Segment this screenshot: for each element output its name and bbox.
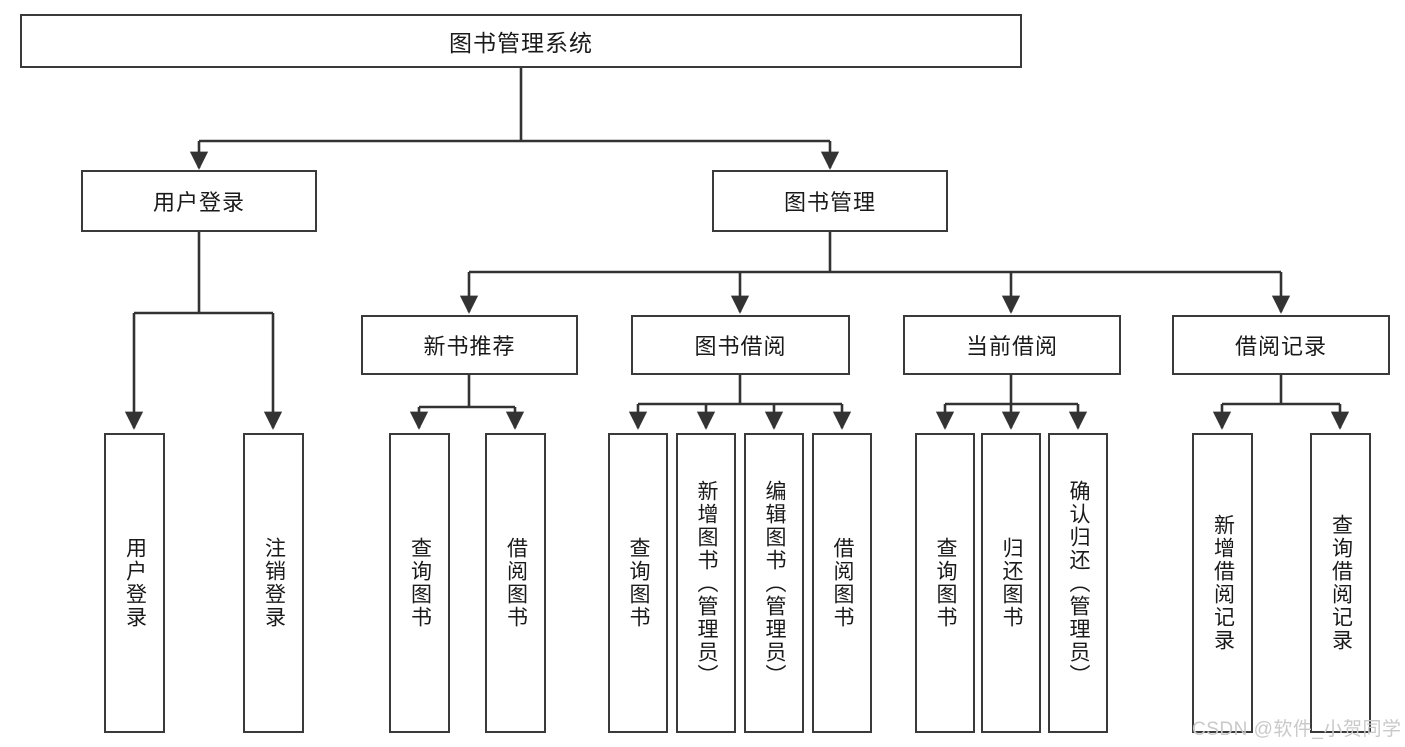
leaf-book-borrow-query-books[interactable]: 查询图书 <box>608 433 668 733</box>
node-label: 用户登录 <box>152 190 245 215</box>
leaf-user-logout[interactable]: 注销登录 <box>243 433 304 733</box>
leaf-user-login[interactable]: 用户登录 <box>104 433 165 733</box>
node-label: 查询借阅记录 <box>1329 514 1353 652</box>
node-label: 图书管理 <box>783 190 876 215</box>
node-borrow-record[interactable]: 借阅记录 <box>1172 315 1390 375</box>
node-label: 确认归还（管理员） <box>1067 479 1091 687</box>
node-user-login[interactable]: 用户登录 <box>81 170 317 232</box>
node-label: 查询图书 <box>408 537 432 629</box>
node-label: 归还图书 <box>1000 537 1024 629</box>
leaf-borrow-record-add-record[interactable]: 新增借阅记录 <box>1192 433 1253 733</box>
node-label: 借阅图书 <box>831 537 855 629</box>
leaf-book-borrow-borrow-books[interactable]: 借阅图书 <box>812 433 872 733</box>
node-current-borrow[interactable]: 当前借阅 <box>903 315 1121 375</box>
node-label: 图书借阅 <box>694 334 787 359</box>
node-book-borrow[interactable]: 图书借阅 <box>631 315 850 375</box>
node-label: 用户登录 <box>123 537 147 629</box>
node-label: 借阅记录 <box>1234 334 1327 359</box>
leaf-current-borrow-query-books[interactable]: 查询图书 <box>915 433 975 733</box>
leaf-borrow-record-query-record[interactable]: 查询借阅记录 <box>1310 433 1371 733</box>
leaf-book-borrow-edit-book-admin[interactable]: 编辑图书（管理员） <box>744 433 804 733</box>
node-label: 查询图书 <box>934 537 958 629</box>
node-label: 借阅图书 <box>504 537 528 629</box>
csdn-watermark: CSDN @软件_小贺同学 <box>1192 719 1402 740</box>
node-label: 新增图书（管理员） <box>695 479 719 687</box>
node-new-book-recommend[interactable]: 新书推荐 <box>361 315 578 375</box>
node-label: 注销登录 <box>262 537 286 629</box>
node-label: 新增借阅记录 <box>1211 514 1235 652</box>
leaf-current-borrow-return-books[interactable]: 归还图书 <box>981 433 1041 733</box>
node-label: 当前借阅 <box>965 334 1058 359</box>
node-label: 图书管理系统 <box>449 30 593 56</box>
node-label: 编辑图书（管理员） <box>763 479 787 687</box>
node-label: 查询图书 <box>627 537 651 629</box>
leaf-book-borrow-add-book-admin[interactable]: 新增图书（管理员） <box>676 433 736 733</box>
node-book-management[interactable]: 图书管理 <box>712 170 948 232</box>
node-label: 新书推荐 <box>423 334 516 359</box>
leaf-new-book-borrow-books[interactable]: 借阅图书 <box>485 433 546 733</box>
leaf-current-borrow-confirm-return-admin[interactable]: 确认归还（管理员） <box>1048 433 1108 733</box>
node-root-system[interactable]: 图书管理系统 <box>20 14 1022 68</box>
leaf-new-book-query-books[interactable]: 查询图书 <box>389 433 450 733</box>
